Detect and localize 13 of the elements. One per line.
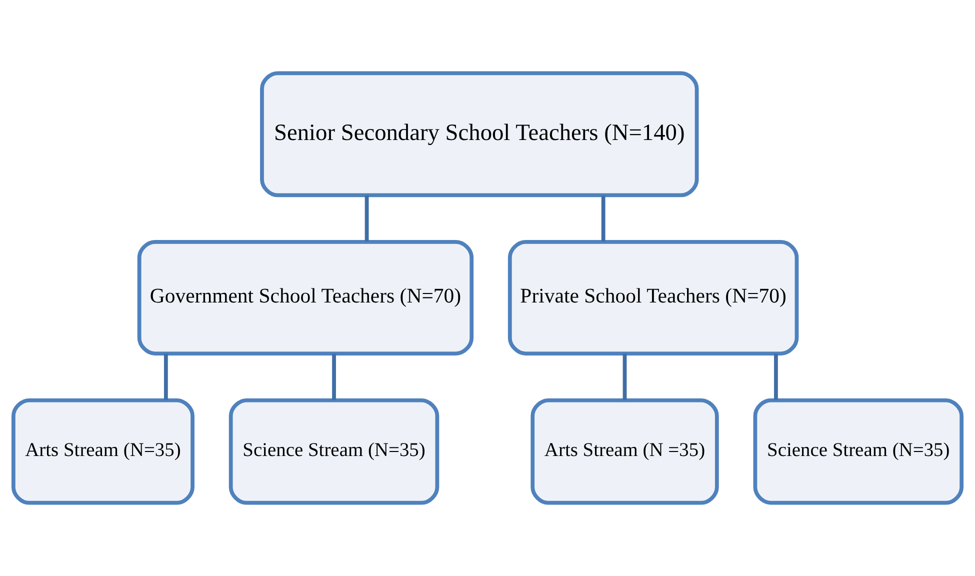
node-box: Senior Secondary School Teachers (N=140) (260, 71, 699, 198)
connector (622, 354, 627, 400)
node-box: Government School Teachers (N=70) (137, 240, 474, 356)
node-box: Science Stream (N=35) (228, 398, 440, 505)
node-box: Arts Stream (N =35) (530, 398, 719, 505)
connector (601, 196, 606, 242)
node-box: Arts Stream (N=35) (11, 398, 194, 505)
connector (332, 354, 336, 400)
node-box: Science Stream (N=35) (753, 398, 964, 505)
node-box: Private School Teachers (N=70) (508, 240, 799, 356)
connector (364, 196, 369, 242)
connector (164, 354, 168, 400)
connector (774, 354, 778, 400)
